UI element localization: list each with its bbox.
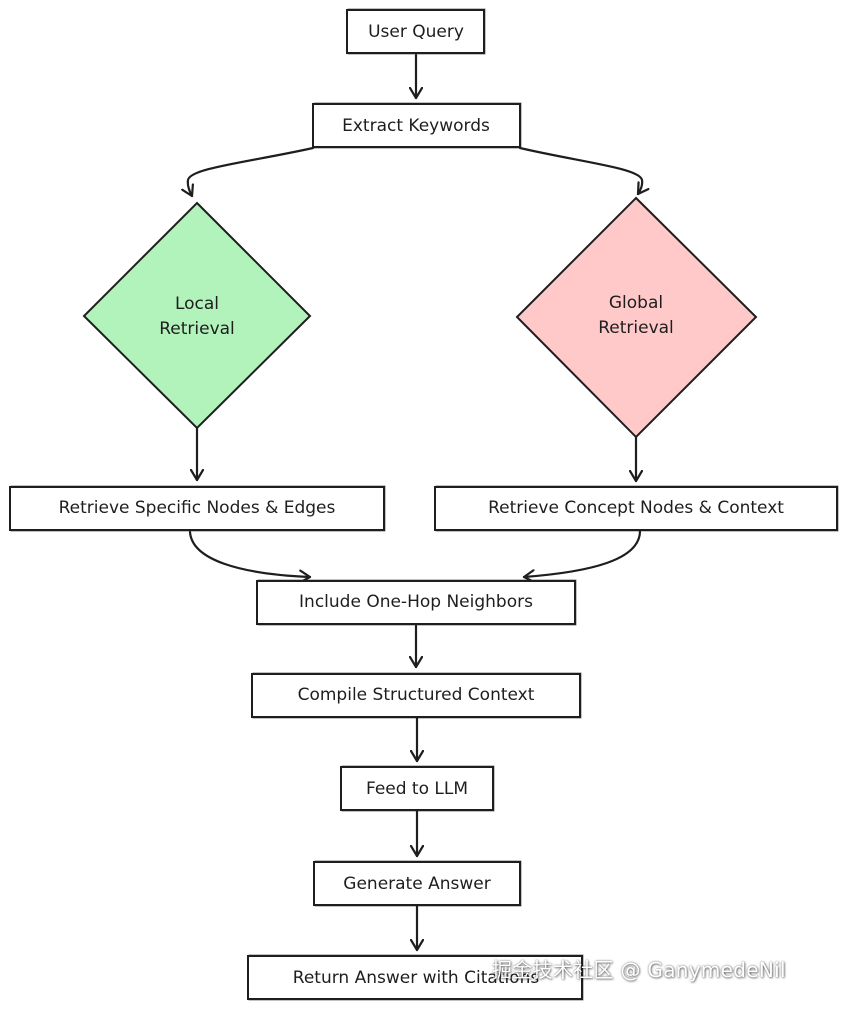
node-return-answer: Return Answer with Citations (247, 954, 584, 1001)
node-compile-context: Compile Structured Context (251, 672, 582, 719)
node-extract-keywords: Extract Keywords (312, 102, 522, 149)
global-retrieval-label-line2: Retrieval (598, 318, 674, 338)
node-retrieve-specific-label: Retrieve Specific Nodes & Edges (59, 498, 336, 518)
connectors (188, 53, 642, 952)
node-extract-keywords-label: Extract Keywords (342, 116, 490, 136)
node-user-query: User Query (346, 8, 486, 55)
node-user-query-label: User Query (368, 22, 464, 42)
node-compile-context-label: Compile Structured Context (298, 685, 535, 705)
node-retrieve-concept: Retrieve Concept Nodes & Context (434, 485, 839, 532)
node-feed-llm-label: Feed to LLM (366, 779, 468, 799)
arrow-retrieve-concept-to-neighbors (522, 529, 642, 577)
node-include-neighbors-label: Include One-Hop Neighbors (299, 592, 533, 612)
local-retrieval-label-line2: Retrieval (159, 319, 235, 339)
node-local-retrieval: Local Retrieval (82, 201, 312, 430)
node-feed-llm: Feed to LLM (340, 765, 495, 812)
global-retrieval-diamond (515, 196, 758, 439)
node-generate-answer: Generate Answer (313, 860, 522, 907)
node-retrieve-specific: Retrieve Specific Nodes & Edges (9, 485, 386, 532)
arrow-extract-to-local (188, 146, 315, 198)
node-return-answer-label: Return Answer with Citations (293, 968, 540, 988)
arrow-extract-to-global (518, 146, 642, 196)
node-generate-answer-label: Generate Answer (343, 874, 490, 894)
node-retrieve-concept-label: Retrieve Concept Nodes & Context (488, 498, 784, 518)
global-retrieval-label-line1: Global (609, 293, 663, 313)
node-global-retrieval: Global Retrieval (515, 196, 758, 439)
watermark: 掘金技术社区 @ GanymedeNil (492, 958, 786, 982)
arrow-retrieve-specific-to-neighbors (188, 530, 312, 577)
local-retrieval-label-line1: Local (175, 294, 219, 314)
node-include-neighbors: Include One-Hop Neighbors (256, 579, 577, 626)
local-retrieval-diamond (82, 201, 312, 430)
